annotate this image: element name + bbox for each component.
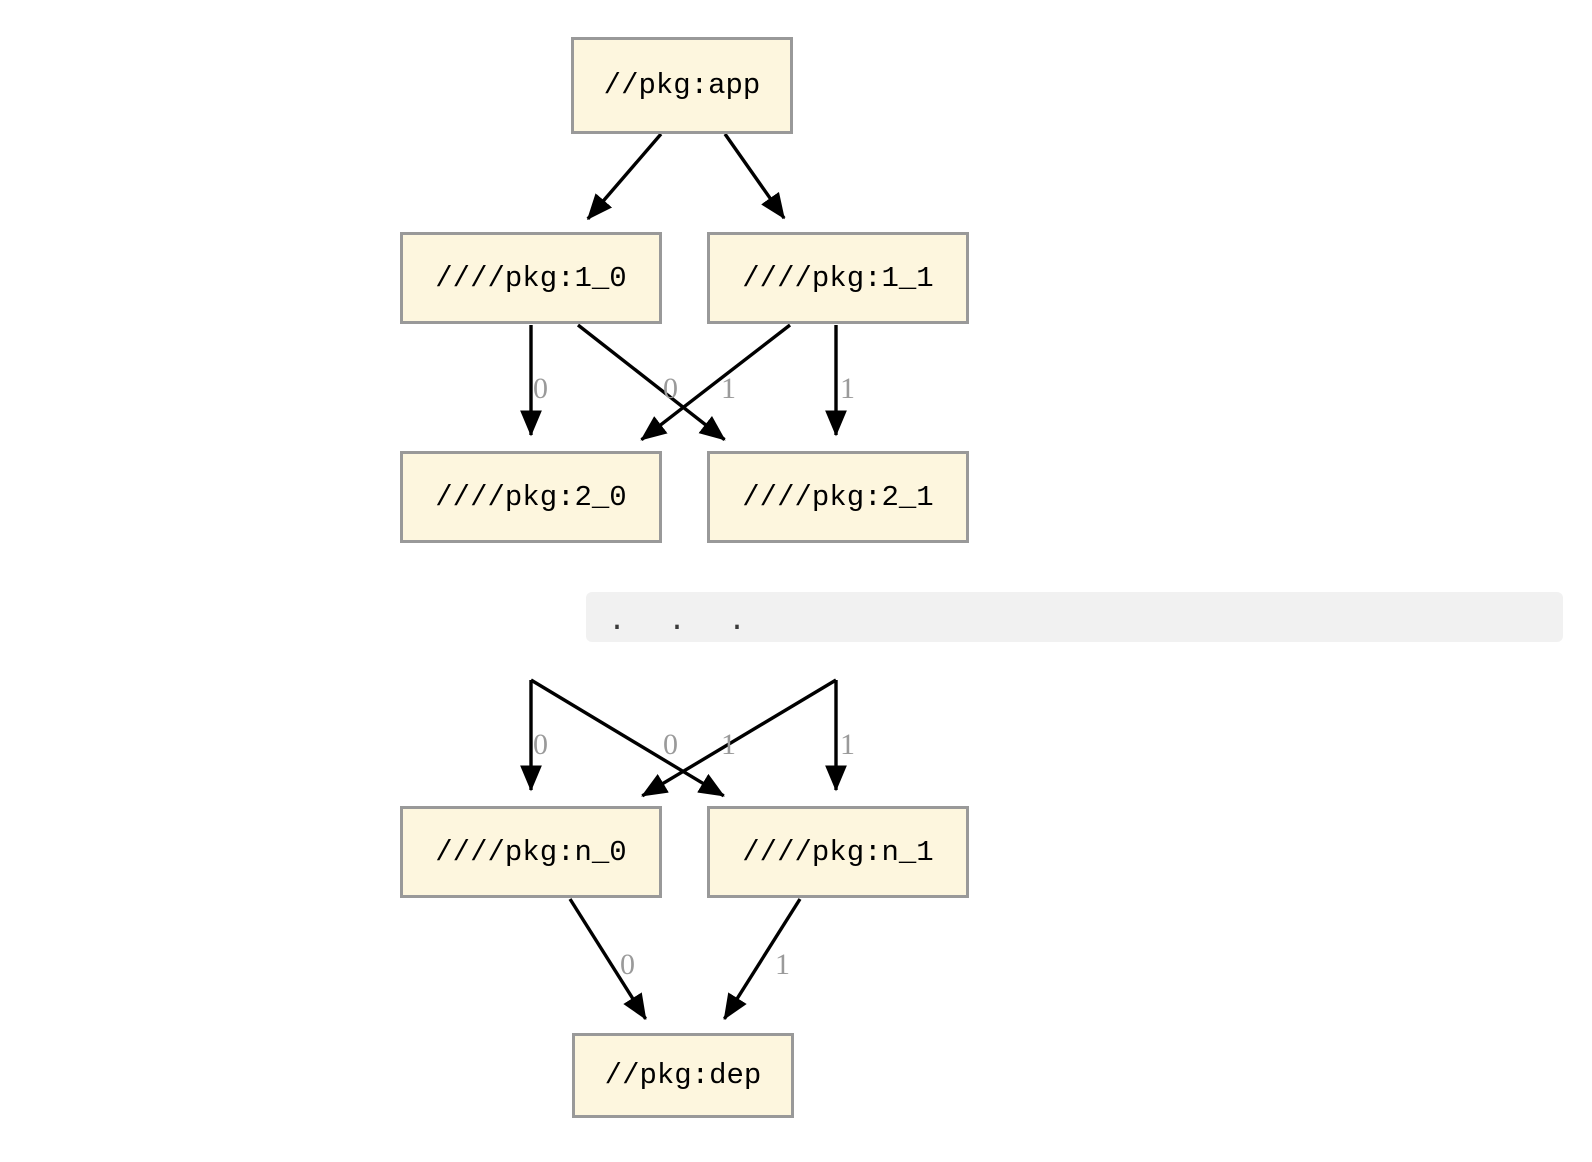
edge-label: 1 [775,948,790,981]
edge-label: 0 [620,948,635,981]
graph-node-n2_1[interactable]: ////pkg:2_1 [707,451,969,543]
graph-edge [722,898,802,1021]
graph-node-label: ////pkg:1_0 [435,261,627,295]
graph-node-label: //pkg:app [603,69,761,102]
graph-node-n1_0[interactable]: ////pkg:1_0 [400,232,662,324]
graph-node-label: ////pkg:n_0 [435,835,627,869]
ellipsis-dots: · · · [608,611,759,645]
graph-node-nn_1[interactable]: ////pkg:n_1 [707,806,969,898]
graph-node-label: ////pkg:n_1 [742,835,934,869]
graph-node-n2_0[interactable]: ////pkg:2_0 [400,451,662,543]
graph-edge [640,323,792,442]
graph-edge [723,133,786,220]
edge-label: 0 [663,728,678,761]
graph-node-label: //pkg:dep [604,1059,762,1092]
graph-edge [530,678,725,798]
graph-node-label: ////pkg:2_1 [742,480,934,514]
ellipsis-separator: · · · [586,592,1563,645]
edge-label: 0 [663,372,678,405]
graph-node-label: ////pkg:1_1 [742,261,934,295]
graph-edge [641,678,837,798]
graph-edge [576,323,726,441]
graph-edge [568,898,648,1021]
edge-label: 1 [840,728,855,761]
edge-label: 1 [840,372,855,405]
graph-node-nn_0[interactable]: ////pkg:n_0 [400,806,662,898]
graph-node-label: ////pkg:2_0 [435,480,627,514]
edge-label: 1 [721,728,736,761]
graph-node-dep[interactable]: //pkg:dep [572,1033,794,1118]
graph-node-app[interactable]: //pkg:app [571,37,793,134]
graph-edge [586,132,663,221]
edge-label: 0 [533,728,548,761]
edge-label: 1 [721,372,736,405]
edge-label: 0 [533,372,548,405]
graph-node-n1_1[interactable]: ////pkg:1_1 [707,232,969,324]
